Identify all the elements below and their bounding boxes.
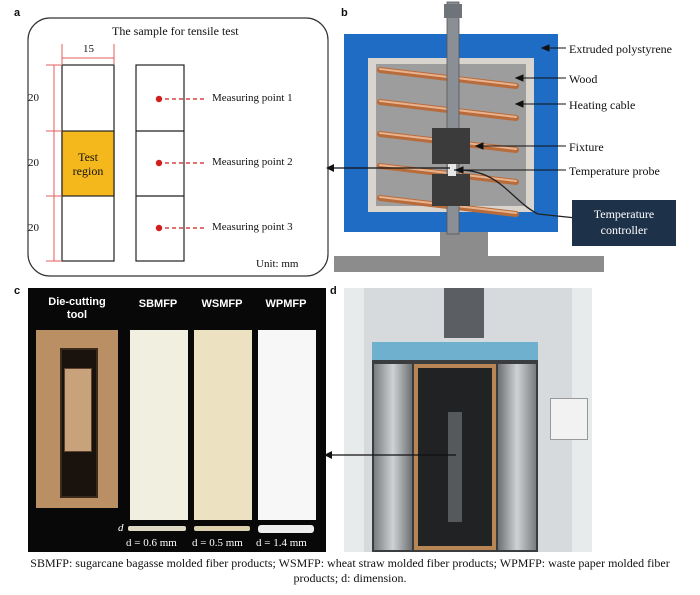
machine-frame-left <box>344 288 364 552</box>
label-extruded-polystyrene: Extruded polystyrene <box>569 42 672 56</box>
figure-caption: SBMFP: sugarcane bagasse molded fiber pr… <box>30 556 670 585</box>
label-wsmfp: WSMFP <box>201 298 243 310</box>
measuring-point-1 <box>155 95 163 103</box>
width-dimension: 15 <box>83 43 94 55</box>
probe-cable <box>453 169 577 219</box>
wpmfp-thickness: d = 1.4 mm <box>256 537 307 549</box>
temperature-controller-box <box>572 200 676 246</box>
measuring-point-1-label: Measuring point 1 <box>212 92 293 104</box>
extruded-polystyrene-left <box>344 58 368 232</box>
fixture-lower <box>432 174 470 206</box>
test-region-label: Test region <box>72 150 104 178</box>
sbmfp-strip <box>130 330 188 520</box>
label-fixture: Fixture <box>569 140 604 154</box>
sbmfp-thickness: d = 0.6 mm <box>126 537 177 549</box>
panel-a-letter: a <box>14 7 21 19</box>
base-plate <box>334 256 604 272</box>
test-region <box>61 130 115 197</box>
seg-dim-2: 20 <box>28 157 39 169</box>
seg-dim-3: 20 <box>28 222 39 234</box>
temperature-controller-label: Temperature controller <box>593 207 655 237</box>
sbmfp-edge <box>128 526 186 531</box>
chamber-lid <box>372 342 538 360</box>
extruded-polystyrene-right <box>534 58 558 232</box>
wpmfp-edge <box>258 525 314 533</box>
label-temperature-probe: Temperature probe <box>569 164 660 178</box>
test-rig-photo <box>344 288 592 552</box>
foil-left <box>374 364 412 550</box>
foil-right <box>498 364 536 550</box>
label-wood: Wood <box>569 72 598 86</box>
label-heating-cable: Heating cable <box>569 98 636 112</box>
controller-unit <box>550 398 588 440</box>
panel-a-title: The sample for tensile test <box>112 24 239 38</box>
wsmfp-edge <box>194 526 250 531</box>
wsmfp-thickness: d = 0.5 mm <box>192 537 243 549</box>
label-wpmfp: WPMFP <box>265 298 307 310</box>
link-arrow-d-to-c <box>324 451 456 459</box>
die-cutting-gauge <box>64 368 92 452</box>
panel-c-letter: c <box>14 285 21 297</box>
measuring-point-3-label: Measuring point 3 <box>212 221 293 233</box>
crosshead <box>444 288 484 338</box>
panel-b-letter: b <box>341 7 348 19</box>
fixture-upper <box>432 128 470 164</box>
measuring-point-2-label: Measuring point 2 <box>212 156 293 168</box>
d-marker: d <box>118 522 124 534</box>
panel-d-letter: d <box>330 285 337 297</box>
seg-dim-1: 20 <box>28 92 39 104</box>
label-sbmfp: SBMFP <box>138 298 178 310</box>
wsmfp-strip <box>194 330 252 520</box>
wpmfp-strip <box>258 330 316 520</box>
unit-label: Unit: mm <box>256 258 299 270</box>
measuring-point-2 <box>155 159 163 167</box>
link-arrow-b-to-a <box>326 164 450 172</box>
inner-fixture <box>448 412 462 522</box>
label-die-cutting-tool: Die-cutting tool <box>48 296 106 321</box>
measuring-point-3 <box>155 224 163 232</box>
heating-chamber-diagram <box>334 1 604 272</box>
panel-a-diagram <box>27 17 329 277</box>
